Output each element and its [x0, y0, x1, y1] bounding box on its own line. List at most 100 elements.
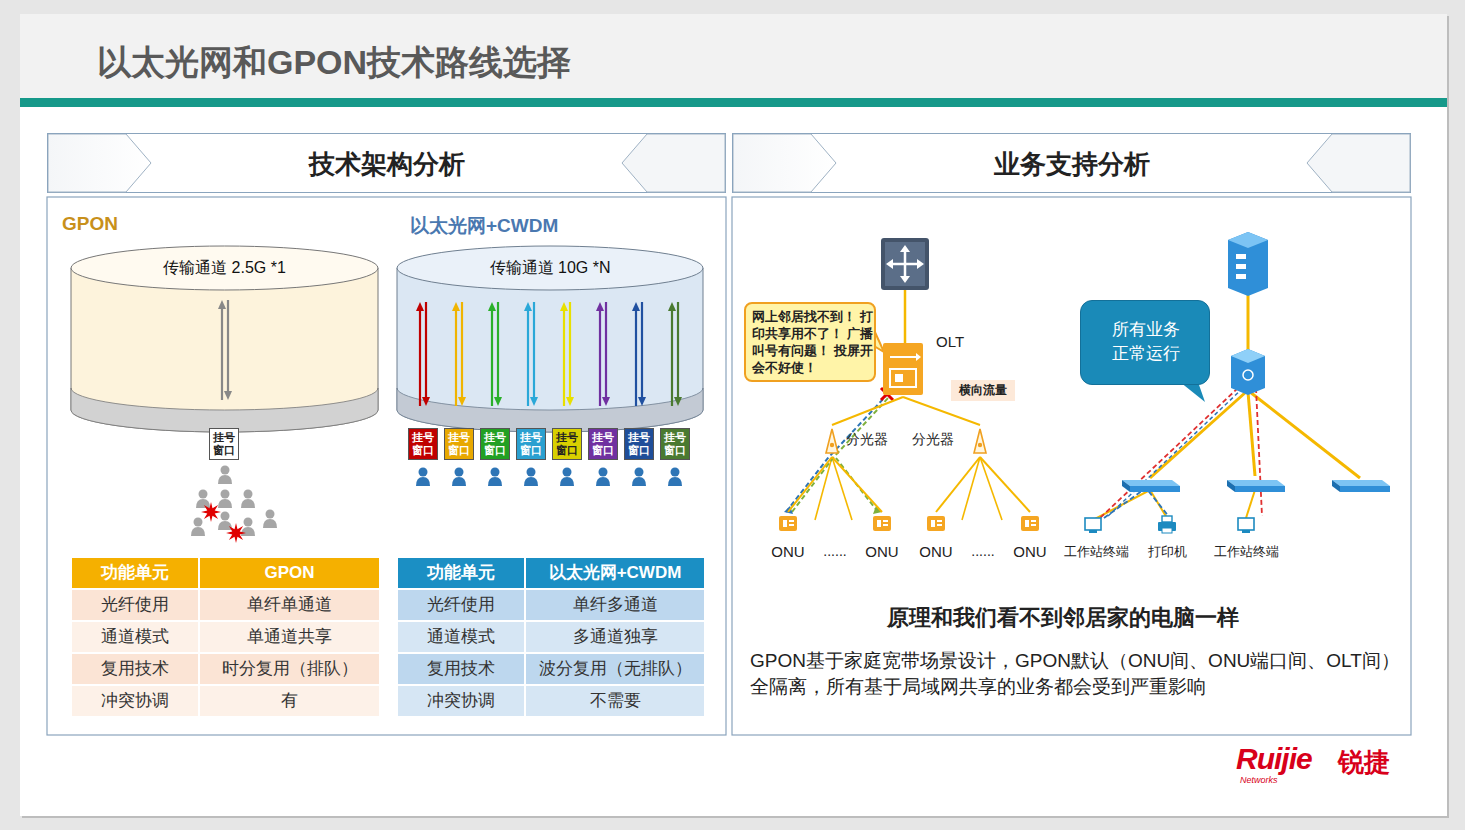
onu-device: ONU	[764, 512, 812, 562]
terminal: 工作站终端	[1210, 512, 1282, 562]
fiber-link	[788, 457, 832, 512]
onu-device: ONU	[912, 512, 960, 562]
node-text: 所有业务 正常运行	[1108, 318, 1184, 366]
channel-cylinder: GPON 传输通道 2.5G *1	[62, 210, 384, 435]
table-cell: 不需要	[526, 686, 704, 716]
window-box: 挂号 窗口	[552, 428, 582, 460]
right-panel	[732, 197, 1411, 735]
node-text: 挂号 窗口	[518, 431, 544, 457]
window-box: 挂号 窗口	[408, 428, 438, 460]
table-cell: 复用技术	[398, 654, 524, 684]
table-cell: 单通道共享	[200, 622, 379, 652]
link-line	[832, 457, 882, 512]
status-bubble: 所有业务 正常运行	[1080, 300, 1210, 385]
node-shape	[396, 210, 718, 435]
window-box: 挂号 窗口	[588, 428, 618, 460]
table-cell: 光纤使用	[398, 590, 524, 620]
node-text: 挂号 窗口	[410, 431, 436, 457]
onu-device: ONU	[1006, 512, 1054, 562]
table-cell: 时分复用（排队）	[200, 654, 379, 684]
fiber-link	[936, 457, 980, 512]
node-text: ONU	[858, 543, 906, 560]
node-heading: GPON	[62, 213, 118, 235]
table-cell: 冲突协调	[72, 686, 198, 716]
summary-heading: 原理和我们看不到邻居家的电脑一样	[760, 603, 1366, 633]
node-text: 挂号 窗口	[446, 431, 472, 457]
table-header: 功能单元	[72, 558, 198, 588]
window-box: 挂号 窗口	[516, 428, 546, 460]
table-cell: 通道模式	[72, 622, 198, 652]
window-box: 挂号 窗口	[480, 428, 510, 460]
window-box: 挂号 窗口	[444, 428, 474, 460]
summary-text: GPON基于家庭宽带场景设计，GPON默认（ONU间、ONU端口间、OLT间）全…	[750, 648, 1402, 700]
window-box: 挂号 窗口	[624, 428, 654, 460]
slide-shadow	[22, 16, 1449, 818]
link-line	[903, 397, 980, 425]
node-text: ONU	[912, 543, 960, 560]
fiber-link	[832, 457, 882, 512]
teal-bar	[20, 98, 1447, 107]
table-cell: 波分复用（无排队）	[526, 654, 704, 684]
node-text: ONU	[764, 543, 812, 560]
printer: 打印机	[1140, 512, 1194, 562]
node-text: 网上邻居找不到！ 打印共享用不了！ 广播叫号有问题！ 投屏开会不好使！	[752, 308, 873, 376]
table-header: 以太光网+CWDM	[526, 558, 704, 588]
fiber-link	[832, 397, 903, 425]
node-text: 工作站终端	[1210, 543, 1282, 561]
left-panel	[47, 197, 726, 735]
window-box: 挂号 窗口	[209, 428, 239, 460]
table-cell: 通道模式	[398, 622, 524, 652]
table-cell: 多通道独享	[526, 622, 704, 652]
slide-title: 以太光网和GPON技术路线选择	[97, 40, 571, 86]
node-text: 挂号 窗口	[662, 431, 688, 457]
table-header: GPON	[200, 558, 379, 588]
onu-device: ONU	[858, 512, 906, 562]
link-line	[980, 457, 1030, 512]
node-text: 横向流量	[951, 382, 1015, 399]
table-cell: 有	[200, 686, 379, 716]
slide	[20, 14, 1447, 816]
table-cell: 复用技术	[72, 654, 198, 684]
node-text: 挂号 窗口	[554, 431, 580, 457]
section-header: 业务支持分析	[732, 133, 1411, 193]
node-text: 传输通道 2.5G *1	[71, 258, 378, 279]
ellipsis: ......	[963, 543, 1003, 559]
node-text: 打印机	[1140, 543, 1194, 561]
logo-text: 锐捷	[1338, 745, 1390, 780]
link-line	[832, 397, 903, 425]
node-text: ONU	[1006, 543, 1054, 560]
node-text: 挂号 窗口	[482, 431, 508, 457]
channel-cylinder: 以太光网+CWDM 传输通道 10G *N	[396, 210, 718, 435]
node-text: 传输通道 10G *N	[397, 258, 703, 279]
node-shape	[62, 210, 384, 435]
table-header: 功能单元	[398, 558, 524, 588]
node-text: 工作站终端	[1060, 543, 1132, 561]
node-text: 分光器	[912, 431, 954, 449]
logo-mark: Ruijie	[1236, 742, 1312, 776]
ellipsis: ......	[815, 543, 855, 559]
node-text: 挂号 窗口	[590, 431, 616, 457]
table-cell: 单纤多通道	[526, 590, 704, 620]
node-heading: 以太光网+CWDM	[410, 213, 558, 239]
callout-bubble: 网上邻居找不到！ 打印共享用不了！ 广播叫号有问题！ 投屏开会不好使！	[744, 302, 876, 382]
terminal: 工作站终端	[1060, 512, 1132, 562]
table-cell: 光纤使用	[72, 590, 198, 620]
splitter: 分光器	[910, 425, 990, 457]
title-band	[20, 14, 1447, 98]
link-line	[936, 457, 980, 512]
node-text: 业务支持分析	[733, 147, 1410, 182]
splitter: 分光器	[822, 425, 900, 457]
table-cell: 单纤单通道	[200, 590, 379, 620]
note-tag: 横向流量	[951, 380, 1015, 401]
link-line	[788, 457, 832, 512]
illustration	[72, 232, 1390, 716]
fiber-link	[980, 457, 1030, 512]
logo-sub: Networks	[1240, 775, 1278, 785]
node-text: 技术架构分析	[48, 147, 725, 182]
node-text: 挂号 窗口	[211, 431, 237, 457]
table-cell: 冲突协调	[398, 686, 524, 716]
node-text: 挂号 窗口	[626, 431, 652, 457]
node-text: 分光器	[846, 431, 888, 449]
